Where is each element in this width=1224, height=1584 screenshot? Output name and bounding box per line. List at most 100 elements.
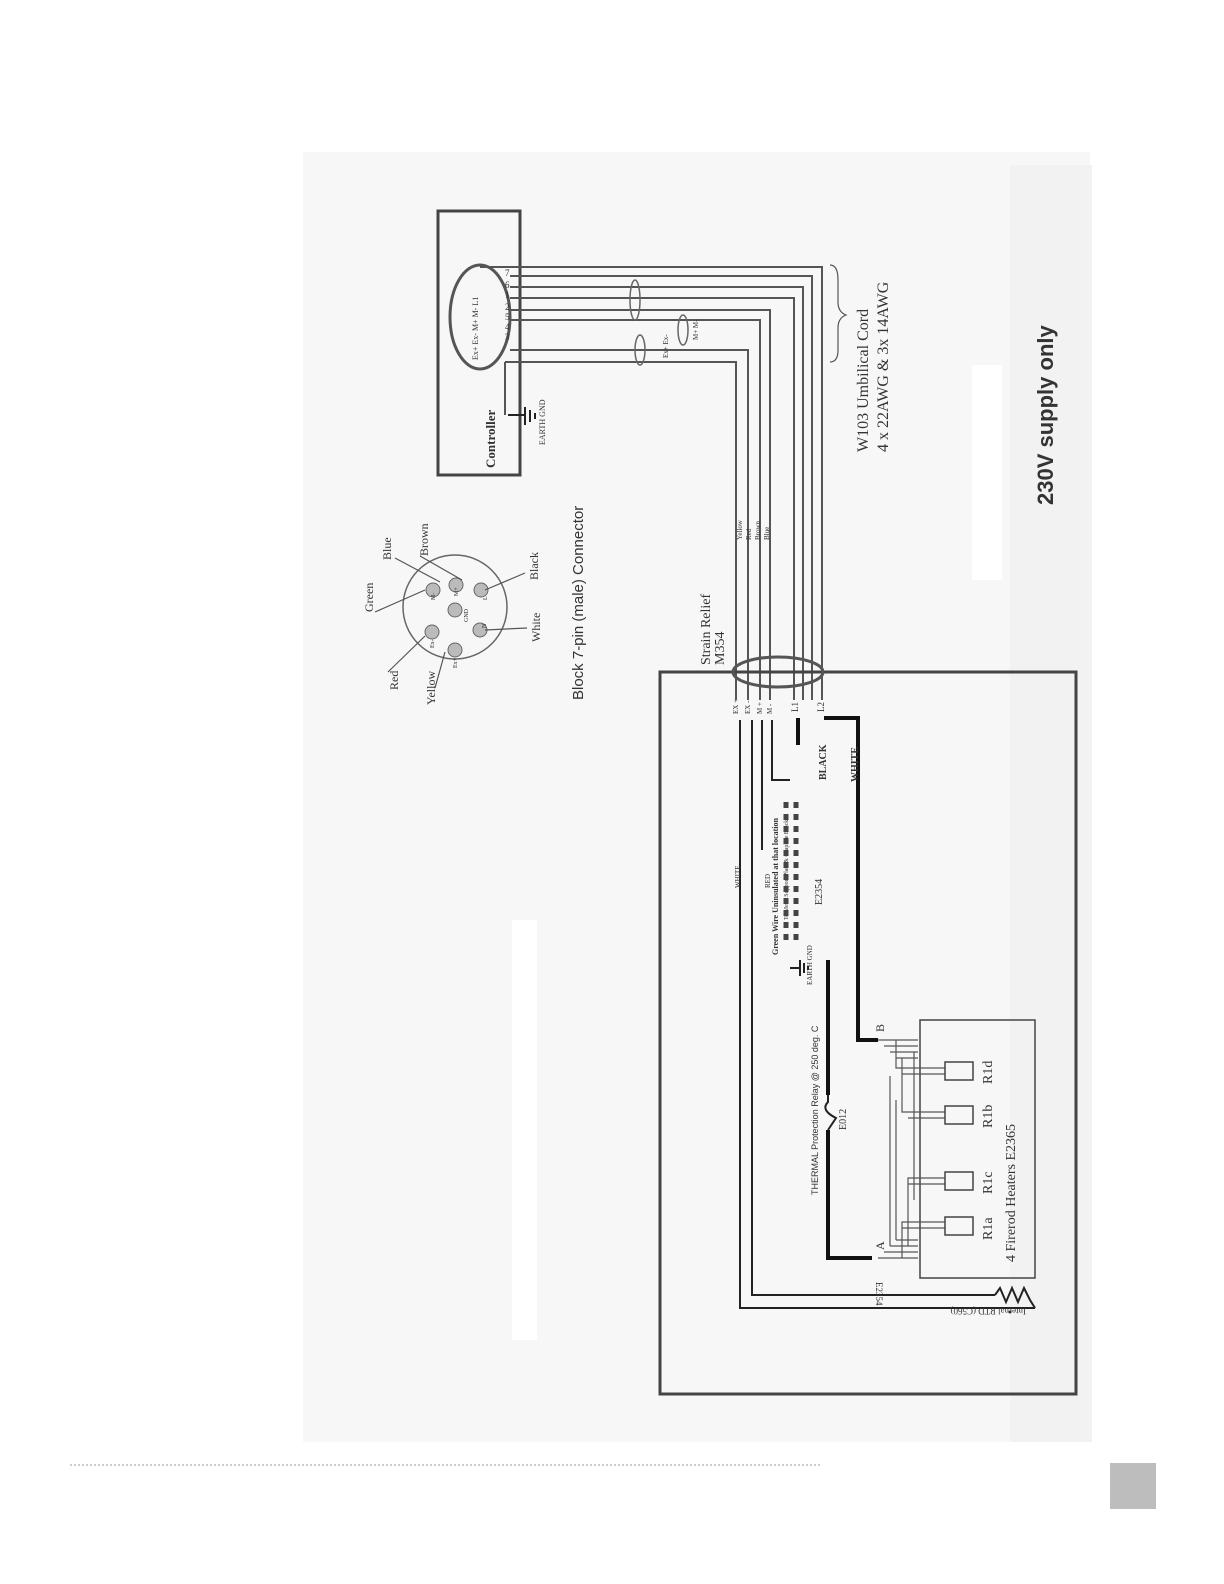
rtd-label: Internal RTD (C560) — [951, 1306, 1026, 1316]
wire-3 — [505, 361, 737, 700]
umbilical-wires — [480, 266, 823, 700]
wire-1 — [510, 297, 795, 700]
connector-color-label: White — [529, 613, 543, 642]
line-label-e2354: E2354 — [814, 879, 825, 905]
ring-label-ex: Ex+ Ex- — [662, 334, 670, 358]
wire-tag: L2 — [816, 702, 826, 712]
connector-pin-7 — [473, 582, 489, 598]
connector-leaders — [374, 555, 528, 689]
connector-pin-4 — [447, 602, 463, 618]
connector-pin-label: L — [483, 596, 489, 600]
heater-r1d-leads — [895, 1040, 945, 1075]
connector-drawing — [374, 554, 528, 689]
wire-m-minus — [771, 720, 790, 781]
connector-body — [402, 554, 508, 660]
heater-title: 4 Firerod Heaters E2365 — [1004, 1124, 1019, 1262]
scan-background-strip — [1010, 165, 1092, 1442]
heater-element-r1b — [944, 1105, 974, 1125]
bundle-ring-power — [629, 279, 641, 321]
strain-relief-title: Strain Relief — [699, 594, 714, 665]
thermal-relay-symbol — [824, 1095, 838, 1131]
wire-2 — [510, 309, 771, 700]
thermal-relay-label: THERMAL Protection Relay @ 250 deg. C — [810, 1025, 820, 1195]
rtd-symbol — [994, 1285, 1036, 1309]
terminal-number: 1 — [505, 290, 510, 300]
connector-pin-label: Ex- — [430, 639, 436, 648]
controller-earth-symbol — [508, 407, 536, 425]
rtd-dot — [1008, 1310, 1012, 1314]
umbilical-title: W103 Umbilical Cord — [855, 309, 872, 452]
wire-tags: EX + EX - M + M - L1 L2 — [732, 699, 826, 714]
heater-node-a: A — [873, 1241, 887, 1250]
green-wire-earth-symbol — [790, 960, 809, 976]
connector-pin-5 — [448, 577, 464, 593]
connector-pin-label: GND — [464, 608, 470, 622]
heater-r1a-leads — [901, 1221, 945, 1258]
connector-color-label: Yellow — [424, 671, 438, 705]
terminal-number: 5 — [505, 312, 510, 322]
line-label-white: WHITE — [850, 747, 861, 782]
heater-bus-b — [878, 1039, 918, 1059]
bundle-color-label: Red — [745, 528, 753, 540]
bundle-color-label: Blue — [763, 527, 771, 540]
heater-name: R1d — [981, 1061, 996, 1084]
wire-L1 — [480, 266, 823, 700]
controller-label: Controller — [483, 410, 498, 468]
line-label-red: RED — [764, 874, 772, 888]
scan-background — [303, 152, 1090, 1442]
wire-7 — [510, 275, 813, 700]
controller-terminal-ring — [448, 263, 512, 371]
wire-tag: M - — [766, 703, 774, 714]
bundle-color-labels: Yellow Red Brown Blue — [736, 519, 771, 540]
wire-tag: M + — [756, 702, 764, 714]
heater-name: R1b — [981, 1105, 996, 1128]
heater-name: R1a — [981, 1217, 996, 1240]
connector-color-label: Blue — [380, 537, 394, 560]
heater-element-r1c — [944, 1171, 974, 1191]
thermal-relay-part: E012 — [838, 1109, 849, 1130]
connector-color-label: Red — [387, 671, 401, 690]
scan-white-strip — [512, 920, 537, 1340]
connector-pin-3 — [447, 642, 463, 658]
wire-ex-minus-to-rtd — [751, 720, 995, 1296]
umbilical-spec: 4 x 22AWG & 3x 14AWG — [875, 281, 892, 452]
page-number-box — [1110, 1463, 1156, 1509]
terminal-number: 4 — [505, 322, 510, 332]
wire-L2-white — [824, 716, 878, 1042]
line-label-black: BLACK — [818, 744, 829, 780]
wire-ex-plus-to-rtd — [739, 720, 1035, 1309]
wire-tag: EX - — [744, 700, 752, 714]
connector-title: Block 7-pin (male) Connector — [570, 506, 587, 700]
footer-dotted-rule — [70, 1464, 820, 1466]
wire-4 — [510, 349, 749, 700]
controller-terminal-names: Ex+ Ex- M+ M- L1 — [471, 297, 480, 360]
bundle-color-label: Brown — [754, 520, 762, 540]
wire-6 — [510, 286, 804, 700]
connector-pin-label: M- — [431, 593, 437, 600]
wire-5 — [510, 319, 761, 700]
connector-color-label: Black — [527, 552, 541, 580]
supply-note: 230V supply only — [1033, 325, 1058, 505]
wire-tag: EX + — [732, 699, 740, 714]
heater-box — [919, 1019, 1036, 1279]
connector-pin-label: Ex+ — [453, 657, 459, 668]
connector-color-labels: Red Green Yellow Blue Brown White Black — [362, 523, 543, 705]
enclosure-box — [658, 670, 1078, 1396]
bundle-color-label: Yellow — [736, 519, 744, 540]
heater-element-r1d — [944, 1061, 974, 1081]
terminal-number: 6 — [505, 280, 510, 290]
terminal-number: 3 — [505, 332, 510, 342]
ring-label-m: M+ M- — [692, 319, 700, 340]
supply-note-bg — [972, 365, 1002, 580]
strain-relief-part: M354 — [713, 632, 728, 665]
connector-pin-label: M+ — [454, 587, 460, 596]
connector-pin-label: N — [482, 623, 488, 628]
green-wire-earth-label: EARTH GND — [806, 945, 814, 985]
wire-tag: L1 — [790, 702, 800, 712]
controller-box — [436, 209, 522, 477]
terminal-number: 2 — [505, 302, 510, 312]
heater-elements — [944, 1061, 974, 1236]
umbilical-brace — [829, 264, 848, 363]
green-wire-title: Green Wire Uninsulated at that location — [771, 817, 780, 955]
